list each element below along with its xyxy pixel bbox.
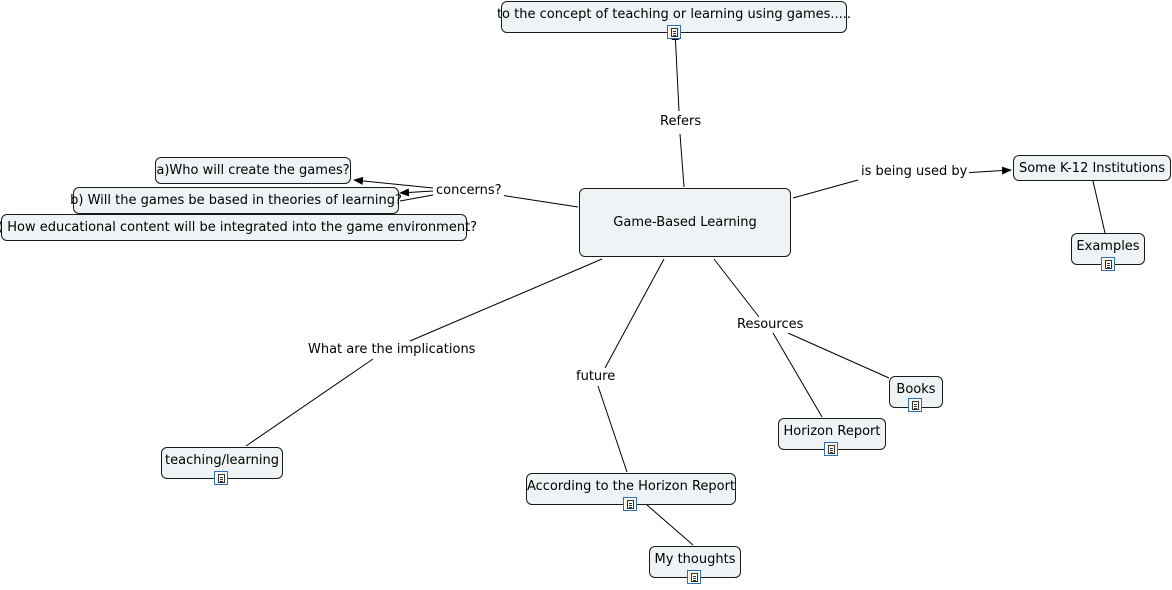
node-label-books: Books [896,382,936,397]
line-main-to-used-by [792,179,859,199]
node-concern-a[interactable]: a)Who will create the games? [155,157,351,184]
node-label-examples: Examples [1076,239,1140,254]
node-concern-c[interactable]: c) How educational content will be integ… [0,214,477,241]
link-label-future: future [574,369,618,386]
line-main-to-refers [679,133,685,188]
line-resources-to-books [787,332,890,379]
node-label-concern-b: b) Will the games be based in theories o… [70,193,402,208]
node-game-based-learning[interactable]: Game-Based Learning [579,188,791,257]
link-label-refers: Refers [658,114,704,131]
document-resource-icon[interactable] [667,25,681,39]
line-resources-to-horizon-report [772,332,823,418]
line-main-to-implications [409,258,603,342]
line-refers-to-concept [671,30,680,112]
line-used-by-to-k12 [961,166,1012,175]
node-label-teaching-learning: teaching/learning [165,453,279,468]
node-label-according-to-horizon-report: According to the Horizon Report [526,479,736,494]
node-label-concern-a: a)Who will create the games? [156,163,350,178]
line-k12-to-examples [1092,180,1106,234]
line-horizon-to-thoughts [646,504,694,546]
node-label-game-based-learning: Game-Based Learning [613,215,757,230]
link-label-concerns: concerns? [434,183,504,200]
document-resource-icon[interactable] [908,398,922,412]
line-concerns-to-a [353,176,434,189]
line-main-to-future [604,258,665,369]
line-concerns-to-b [399,188,434,197]
node-label-my-thoughts: My thoughts [654,552,736,567]
document-resource-icon[interactable] [623,497,637,511]
node-concern-b[interactable]: b) Will the games be based in theories o… [70,187,402,214]
document-resource-icon[interactable] [214,471,228,485]
document-resource-icon[interactable] [824,442,838,456]
node-label-k12-institutions: Some K-12 Institutions [1018,160,1166,176]
node-horizon-report[interactable]: Horizon Report [778,418,886,450]
line-concerns-to-c [399,194,434,202]
document-resource-icon[interactable] [1101,257,1115,271]
line-main-to-resources [713,258,760,318]
link-label-implications: What are the implications [306,342,478,359]
node-label-horizon-report: Horizon Report [783,424,881,439]
link-label-is-being-used-by: is being used by [859,164,970,181]
line-future-to-horizon-according [597,385,628,473]
document-resource-icon[interactable] [687,570,701,584]
line-main-to-concerns [499,194,579,208]
link-label-resources: Resources [735,317,806,334]
node-k12-institutions[interactable]: Some K-12 Institutions [1013,155,1171,181]
line-implications-to-teaching [245,358,374,447]
node-label-concern-c: c) How educational content will be integ… [0,220,478,235]
node-label-concept: to the concept of teaching or learning u… [496,7,852,22]
